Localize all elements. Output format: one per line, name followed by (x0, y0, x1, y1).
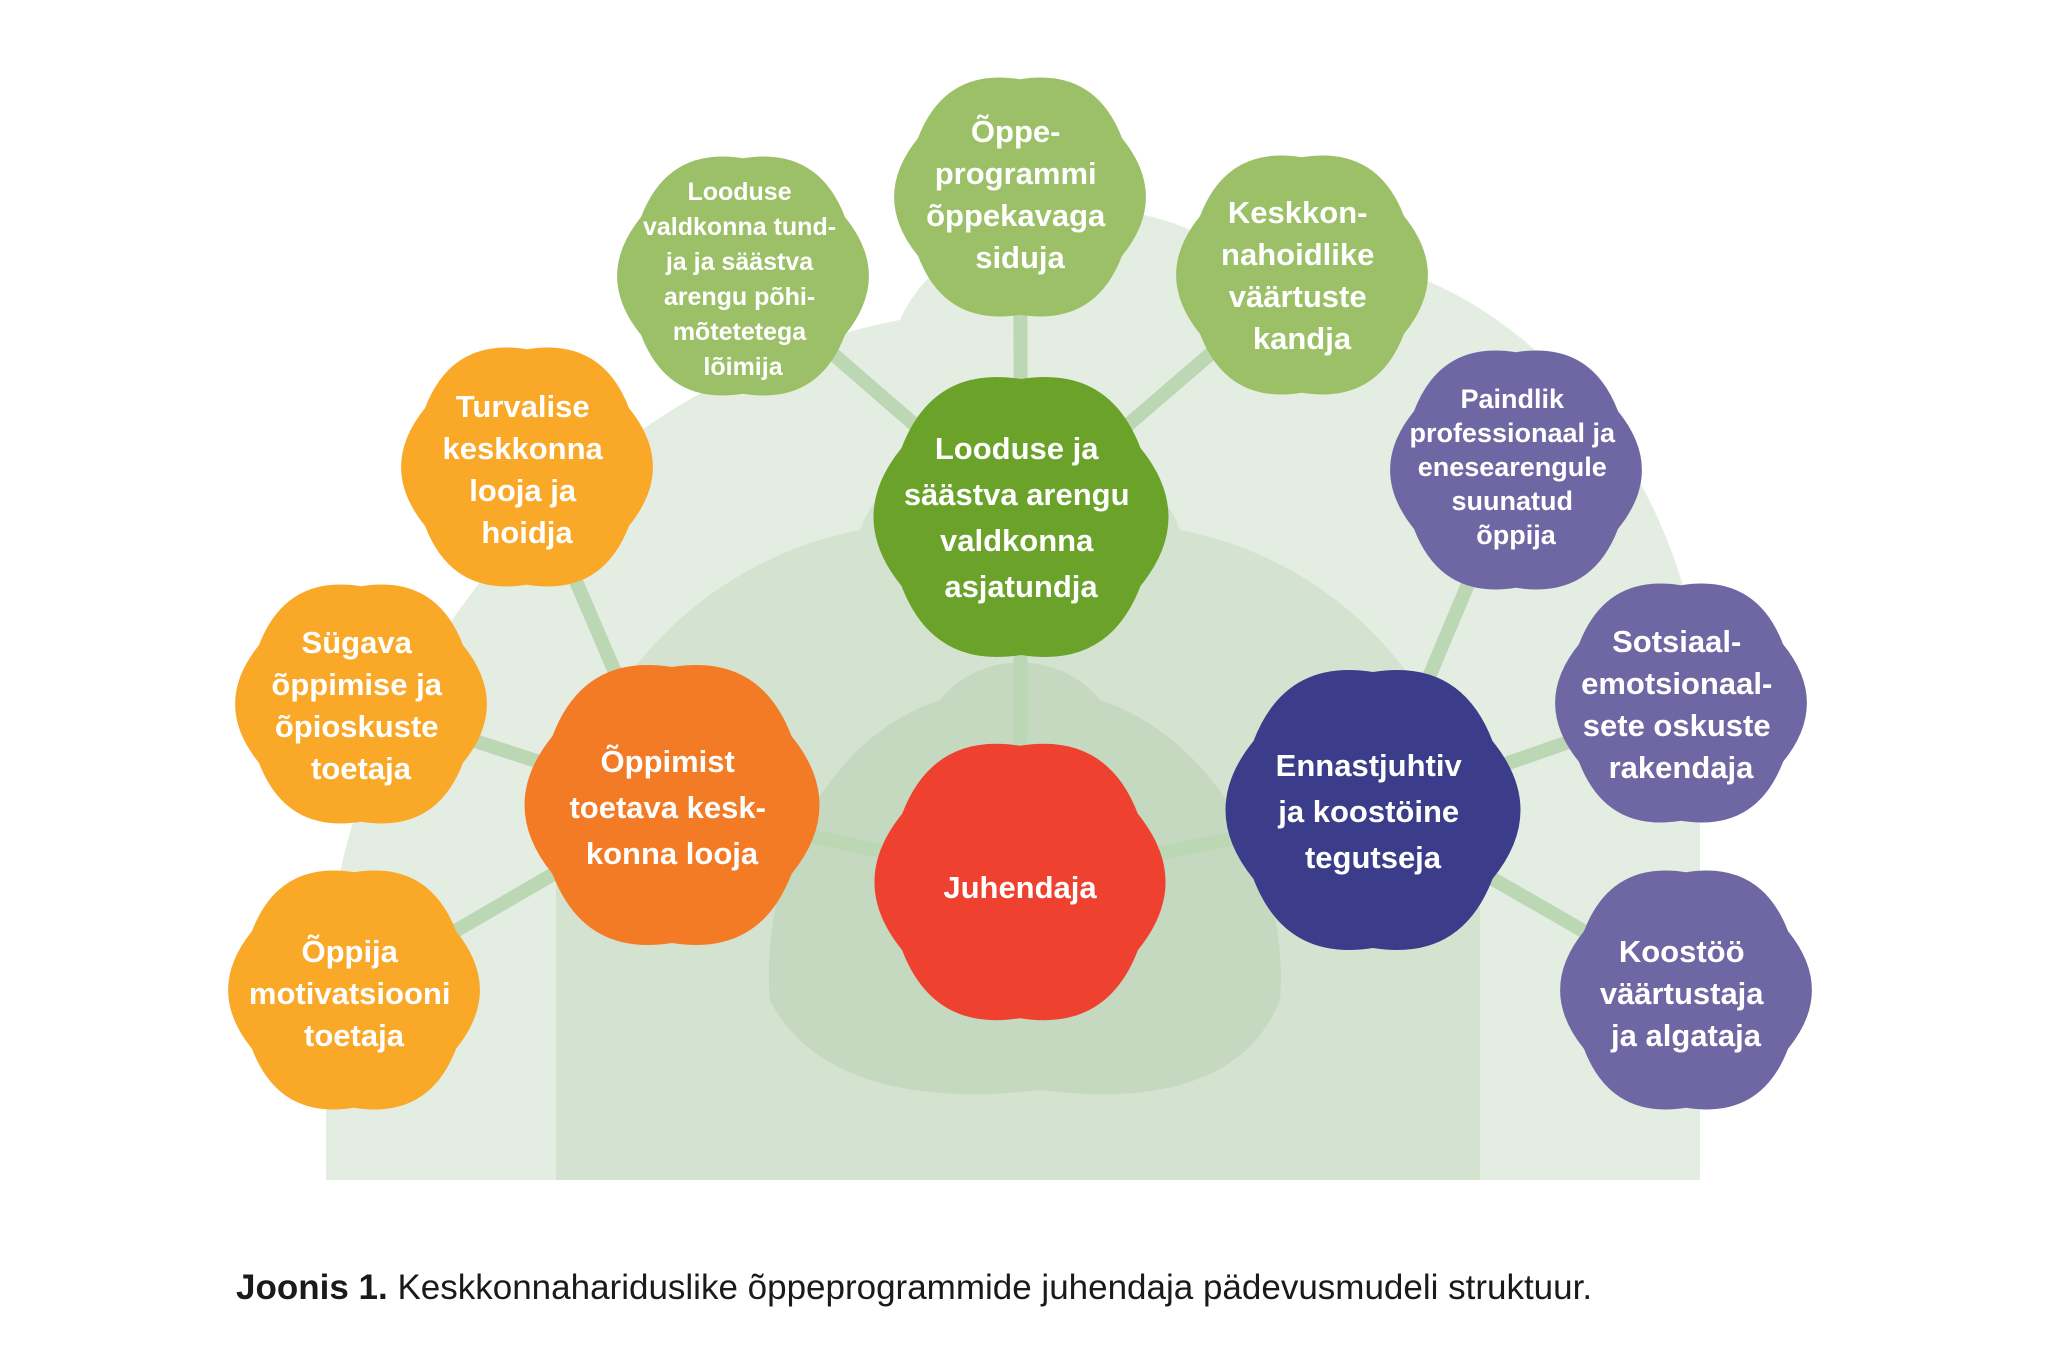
leaf-orange-2-label: Sügava õppimise ja õpioskuste toetaja (271, 625, 450, 786)
hub-navy-line: Ennastjuhtiv (1276, 748, 1463, 783)
center-label: Juhendaja (943, 870, 1097, 905)
nodes: Juhendaja Looduse ja säästva arengu vald… (228, 77, 1812, 1110)
hub-navy-blob (1225, 669, 1521, 951)
caption-text: Keskkonnahariduslike õppeprogrammide juh… (387, 1268, 1593, 1307)
leaf-line: ja ja säästva (665, 248, 814, 276)
leaf-line: siduja (975, 240, 1065, 275)
center-node: Juhendaja (874, 743, 1166, 1021)
leaf-line: ja algataja (1610, 1018, 1762, 1053)
leaf-line: Sügava (302, 625, 413, 660)
leaf-line: väärtuste (1229, 279, 1367, 314)
leaf-line: Keskkon- (1228, 195, 1368, 230)
hub-green-blob (873, 376, 1169, 658)
leaf-line: nahoidlike (1221, 237, 1374, 272)
hub-orange: Õppimist toetava kesk- konna looja (524, 664, 820, 946)
hub-navy: Ennastjuhtiv ja koostöine tegutseja (1225, 669, 1521, 951)
leaf-line: valdkonna tund- (643, 213, 836, 241)
leaf-orange-1: Turvalise keskkonna looja ja hoidja (401, 347, 653, 587)
leaf-line: enesearengule (1418, 452, 1607, 482)
leaf-line: hoidja (481, 515, 573, 550)
leaf-orange-3-blob (228, 870, 480, 1110)
leaf-line: Paindlik (1460, 384, 1565, 414)
leaf-line: Õppe- (971, 113, 1061, 149)
leaf-line: Sotsiaal- (1612, 624, 1741, 659)
leaf-line: õpioskuste (275, 709, 439, 744)
leaf-line: mõtetetega (673, 318, 807, 346)
leaf-purple-3-blob (1560, 870, 1812, 1110)
leaf-orange-1-blob (401, 347, 653, 587)
leaf-line: suunatud (1451, 486, 1573, 516)
leaf-line: arengu põhi- (664, 283, 815, 311)
caption-label: Joonis 1. (236, 1268, 388, 1307)
leaf-line: motivatsiooni (249, 976, 451, 1011)
leaf-purple-2-label: Sotsiaal- emotsionaal- sete oskuste rake… (1581, 624, 1781, 785)
leaf-line: Turvalise (456, 389, 590, 424)
leaf-purple-3-label: Koostöö väärtustaja ja algataja (1600, 934, 1772, 1053)
leaf-green-2-blob (894, 77, 1146, 317)
hub-green: Looduse ja säästva arengu valdkonna asja… (873, 376, 1169, 658)
leaf-line: kandja (1253, 321, 1352, 356)
leaf-line: professionaal ja (1409, 418, 1616, 448)
leaf-green-2: Õppe- programmi õppekavaga siduja (894, 77, 1146, 317)
figure-caption: Joonis 1. Keskkonnahariduslike õppeprogr… (236, 1268, 1592, 1308)
hub-green-line: valdkonna (940, 523, 1094, 558)
leaf-line: õppekavaga (926, 198, 1106, 233)
leaf-line: väärtustaja (1600, 976, 1764, 1011)
leaf-line: rakendaja (1609, 750, 1755, 785)
leaf-line: emotsionaal- (1581, 666, 1772, 701)
leaf-line: programmi (935, 156, 1097, 191)
leaf-line: õppija (1476, 520, 1556, 550)
leaf-green-1-blob (617, 156, 869, 396)
leaf-purple-1-blob (1390, 350, 1642, 590)
hub-green-line: säästva arengu (904, 477, 1130, 512)
leaf-purple-3: Koostöö väärtustaja ja algataja (1560, 870, 1812, 1110)
leaf-purple-2: Sotsiaal- emotsionaal- sete oskuste rake… (1555, 583, 1807, 823)
leaf-line: õppimise ja (271, 667, 442, 702)
leaf-orange-2: Sügava õppimise ja õpioskuste toetaja (235, 584, 487, 824)
leaf-purple-1-label: Paindlik professionaal ja enesearengule … (1409, 384, 1622, 550)
leaf-purple-1: Paindlik professionaal ja enesearengule … (1390, 350, 1642, 590)
hub-navy-line: tegutseja (1305, 840, 1442, 875)
hub-orange-line: toetava kesk- (569, 790, 765, 825)
leaf-line: Õppija (301, 933, 398, 969)
leaf-green-2-label: Õppe- programmi õppekavaga siduja (926, 113, 1114, 275)
leaf-line: sete oskuste (1583, 708, 1771, 743)
hub-orange-blob (524, 664, 820, 946)
hub-orange-line: konna looja (586, 836, 759, 871)
leaf-orange-1-label: Turvalise keskkonna looja ja hoidja (443, 389, 612, 550)
leaf-green-1-label: Looduse valdkonna tund- ja ja säästva ar… (643, 178, 843, 381)
leaf-orange-3: Õppija motivatsiooni toetaja (228, 870, 480, 1110)
leaf-orange-2-blob (235, 584, 487, 824)
leaf-orange-3-label: Õppija motivatsiooni toetaja (249, 933, 459, 1053)
hub-orange-line: Õppimist (601, 743, 735, 779)
hub-green-label: Looduse ja säästva arengu valdkonna asja… (904, 431, 1138, 604)
leaf-line: Koostöö (1619, 934, 1745, 969)
leaf-green-3: Keskkon- nahoidlike väärtuste kandja (1176, 155, 1428, 395)
leaf-line: looja ja (469, 473, 577, 508)
leaf-line: keskkonna (443, 431, 604, 466)
leaf-line: lõimija (703, 353, 783, 381)
hub-green-line: asjatundja (944, 569, 1098, 604)
hub-green-line: Looduse ja (935, 431, 1099, 466)
leaf-line: toetaja (304, 1018, 405, 1053)
center-blob (874, 743, 1166, 1021)
leaf-purple-2-blob (1555, 583, 1807, 823)
leaf-line: Looduse (687, 178, 791, 206)
hub-orange-label: Õppimist toetava kesk- konna looja (569, 743, 774, 871)
leaf-line: toetaja (311, 751, 412, 786)
hub-navy-label: Ennastjuhtiv ja koostöine tegutseja (1276, 748, 1471, 875)
center-line: Juhendaja (943, 870, 1097, 905)
leaf-green-3-label: Keskkon- nahoidlike väärtuste kandja (1221, 195, 1383, 356)
leaf-green-1: Looduse valdkonna tund- ja ja säästva ar… (617, 156, 869, 396)
leaf-green-3-blob (1176, 155, 1428, 395)
hub-navy-line: ja koostöine (1277, 794, 1459, 829)
